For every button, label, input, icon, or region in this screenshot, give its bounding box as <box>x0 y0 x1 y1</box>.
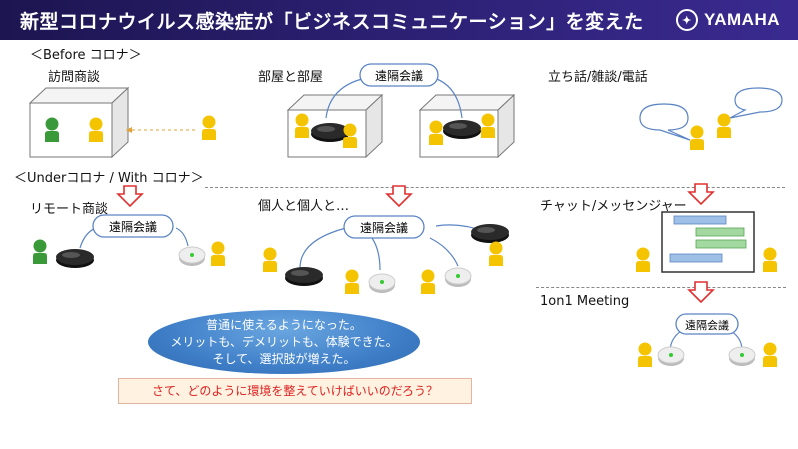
chat-label: チャット/メッセンジャー <box>540 199 687 214</box>
individual-meeting-bubble <box>343 215 425 239</box>
down-arrow-icon <box>688 281 714 303</box>
connection-line <box>433 77 463 119</box>
logo-text: YAMAHA <box>703 10 780 29</box>
visit-label: 訪問商談 <box>48 70 101 85</box>
page-title: 新型コロナウイルス感染症が「ビジネスコミュニケーション」を変えた <box>20 11 644 33</box>
connection-line <box>299 227 347 269</box>
person-icon <box>202 115 216 140</box>
person-icon <box>690 125 704 150</box>
visit-box <box>28 86 130 159</box>
question-note: さて、どのように環境を整えていけばいいのだろう？ <box>118 378 472 404</box>
under-section-label: ＜Underコロナ / With コロナ＞ <box>14 171 204 186</box>
white-speaker-icon <box>444 267 472 288</box>
before-section-label: ＜Before コロナ＞ <box>30 48 142 63</box>
black-speaker-icon <box>443 120 481 139</box>
standing-label: 立ち話/雑談/電話 <box>548 70 648 85</box>
down-arrow-icon <box>688 183 714 205</box>
individual-meeting-text: 遠隔会議 <box>360 221 408 235</box>
black-speaker-icon <box>471 224 509 243</box>
summary-bubble: 普通に使えるようになった。 メリットも、デメリットも、体験できた。 そして、選択… <box>148 310 420 374</box>
person-icon <box>638 342 652 367</box>
connection-line <box>429 237 459 267</box>
speech-bubble-icon <box>729 87 783 119</box>
speech-bubble-icon <box>639 103 691 141</box>
black-speaker-icon <box>285 267 323 286</box>
rooms-label: 部屋と部屋 <box>258 70 324 85</box>
yamaha-logo: ✦ YAMAHA <box>675 9 780 31</box>
summary-line-2: メリットも、デメリットも、体験できた。 <box>170 335 398 349</box>
header-bar: 新型コロナウイルス感染症が「ビジネスコミュニケーション」を変えた ✦ YAMAH… <box>0 0 798 40</box>
connection-line <box>371 237 381 271</box>
remote-meeting-text: 遠隔会議 <box>109 220 157 234</box>
black-speaker-icon <box>56 249 94 268</box>
rooms-meeting-text: 遠隔会議 <box>375 69 423 83</box>
chat-message-bar <box>673 215 727 225</box>
person-icon <box>263 247 277 272</box>
person-icon <box>421 269 435 294</box>
white-speaker-icon <box>368 273 396 294</box>
green-person-icon <box>33 239 47 264</box>
person-icon <box>717 113 731 138</box>
oneonone-meeting-text: 遠隔会議 <box>685 318 729 332</box>
tuning-fork-icon: ✦ <box>675 9 698 31</box>
down-arrow-icon <box>386 185 412 207</box>
white-speaker-icon <box>728 346 756 367</box>
arrowhead-icon <box>126 127 132 133</box>
rooms-meeting-bubble <box>359 63 439 87</box>
person-icon <box>763 247 777 272</box>
chat-message-bar <box>695 227 745 237</box>
oneonone-label: 1on1 Meeting <box>540 294 630 309</box>
down-arrow-icon <box>117 185 143 207</box>
person-icon <box>489 241 503 266</box>
individual-label: 個人と個人と… <box>258 199 350 214</box>
person-icon <box>211 241 225 266</box>
chat-message-bar <box>669 253 723 263</box>
white-speaker-icon <box>178 246 206 267</box>
summary-line-3: そして、選択肢が増えた。 <box>212 352 356 366</box>
remote-label: リモート商談 <box>30 202 109 217</box>
section-divider <box>205 187 785 188</box>
chat-divider <box>536 287 786 288</box>
person-icon <box>763 342 777 367</box>
person-icon <box>636 247 650 272</box>
remote-meeting-bubble <box>92 214 174 238</box>
chat-message-bar <box>695 239 747 249</box>
person-icon <box>345 269 359 294</box>
oneonone-meeting-bubble <box>675 313 739 335</box>
summary-line-1: 普通に使えるようになった。 <box>206 318 362 332</box>
white-speaker-icon <box>657 346 685 367</box>
connection-line <box>175 227 189 247</box>
connection-line <box>325 77 367 119</box>
